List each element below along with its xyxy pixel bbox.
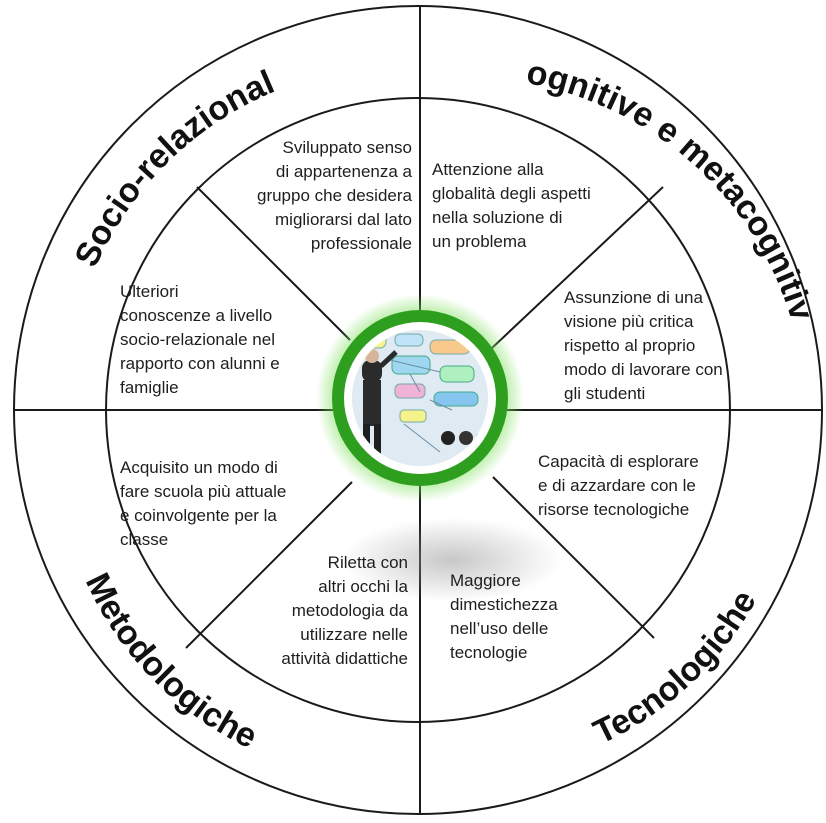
- sector-text-cognitive-top: Attenzione alla globalità degli aspetti …: [432, 160, 591, 251]
- sector-text-tech-top: Capacità di esplorare e di azzardare con…: [538, 452, 699, 519]
- sector-text-method-top: Acquisito un modo di fare scuola più att…: [120, 458, 287, 549]
- diagonal-tr: [491, 186, 664, 349]
- quadrant-title-metodologiche: Metodologiche: [78, 567, 263, 756]
- center-shadow: [342, 518, 562, 602]
- sector-text-socio-top: Sviluppato senso di appartenenza a grupp…: [256, 138, 412, 253]
- center-picture: [352, 330, 488, 466]
- diagonal-br: [492, 476, 655, 639]
- sector-text-tech-bottom: Maggiore dimestichezza nell’uso delle te…: [450, 571, 558, 662]
- sector-text-cognitive-bottom: Assunzione di una visione più critica ri…: [564, 288, 723, 403]
- sector-text-socio-bottom: Ulteriori conoscenze a livello socio-rel…: [120, 282, 280, 397]
- sector-text-method-bottom: Riletta con altri occhi la metodologia d…: [281, 553, 408, 668]
- diagonal-bl: [185, 481, 353, 649]
- diagonal-tl: [196, 186, 351, 341]
